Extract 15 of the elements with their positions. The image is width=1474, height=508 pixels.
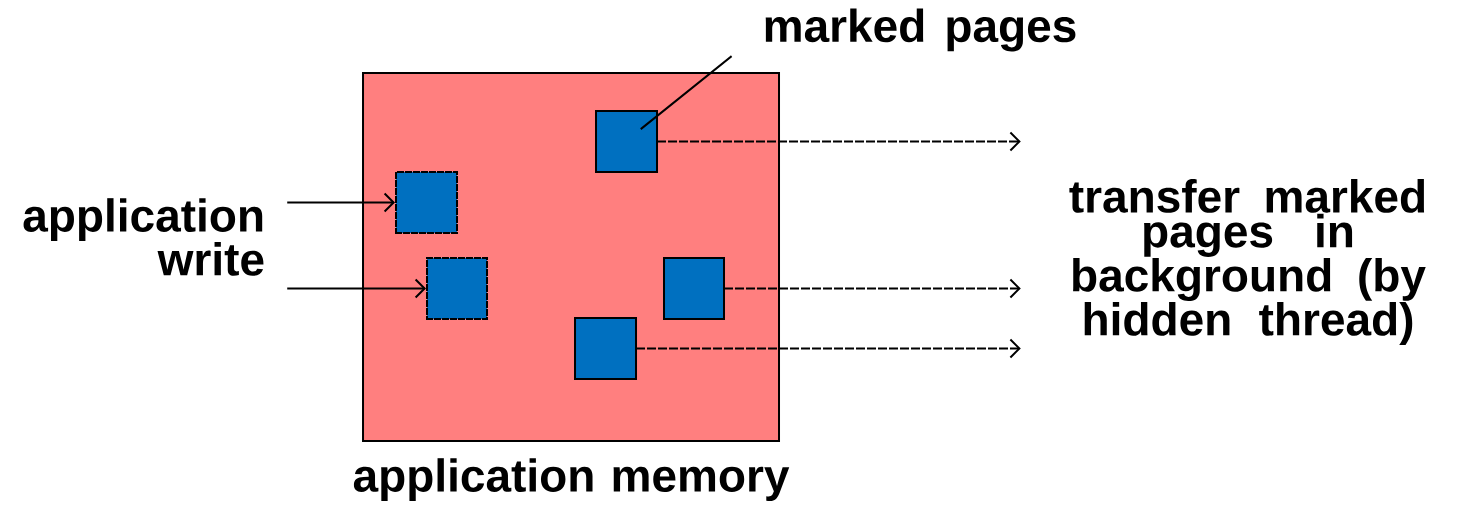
page-box: [395, 171, 458, 234]
node-label: application memory: [353, 458, 790, 502]
dashed-arrow: [657, 131, 1021, 152]
page-box: [426, 257, 488, 320]
label-text: application write: [23, 198, 264, 276]
label-text: marked pages: [765, 8, 1076, 52]
leader-line: [640, 55, 732, 130]
dashed-arrow: [724, 278, 1021, 299]
arrow: [287, 278, 426, 299]
page-box: [595, 110, 658, 173]
page-box: [574, 317, 637, 380]
arrow: [287, 192, 395, 213]
page-box: [663, 257, 725, 320]
dashed-arrow: [636, 338, 1021, 359]
label-text: transfer marked pages in background (by hidden thread): [1069, 179, 1426, 345]
